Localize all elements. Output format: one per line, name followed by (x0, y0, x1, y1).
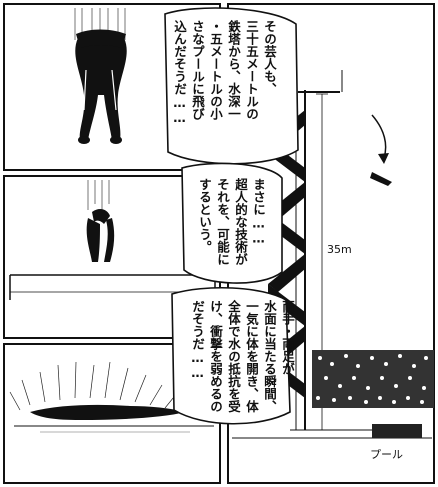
balloon-3-text: 両手・両足が 水面に当たる瞬間、 一気に体を開き、体 全体で水の抵抗を受 け、衝… (188, 300, 296, 413)
balloon-3-shape (171, 287, 291, 425)
b1-line-3: 鉄塔から、水深一 (226, 20, 241, 120)
b3-line-6: だそうだ…… (190, 300, 205, 380)
speech-balloons (164, 7, 299, 425)
b1-line-1: その芸人も、 (262, 20, 277, 95)
panel-3-splash (9, 361, 214, 433)
b2-line-2: 超人的な技術が (233, 178, 248, 266)
panel-1-diver (74, 8, 127, 144)
b3-line-1: 両手・両足が (280, 300, 295, 375)
b1-line-2: 三十五メートルの (244, 20, 259, 120)
pool-label: プール (370, 448, 403, 461)
b1-line-5: さなプールに飛び (190, 20, 205, 120)
balloon-2-text: まさに…… 超人的な技術が それを、可能に するという。 (195, 178, 267, 270)
balloon-1-shape (164, 7, 299, 165)
b2-line-1: まさに…… (251, 178, 266, 246)
b3-line-4: 全体で水の抵抗を受 (226, 300, 241, 413)
b3-line-2: 水面に当たる瞬間、 (262, 300, 277, 413)
b1-line-6: 込んだそうだ…… (172, 20, 187, 125)
b2-line-4: するという。 (197, 178, 212, 253)
tower-height-label: 35m (327, 243, 352, 256)
b3-line-5: け、衝撃を弱めるの (208, 300, 223, 413)
balloon-2-shape (181, 162, 283, 284)
b3-line-3: 一気に体を開き、体 (244, 300, 259, 413)
balloon-1-text: その芸人も、 三十五メートルの 鉄塔から、水深一 ・五メートルの小 さなプールに… (170, 20, 278, 150)
b2-line-3: それを、可能に (215, 178, 230, 266)
b1-line-4: ・五メートルの小 (208, 20, 223, 120)
